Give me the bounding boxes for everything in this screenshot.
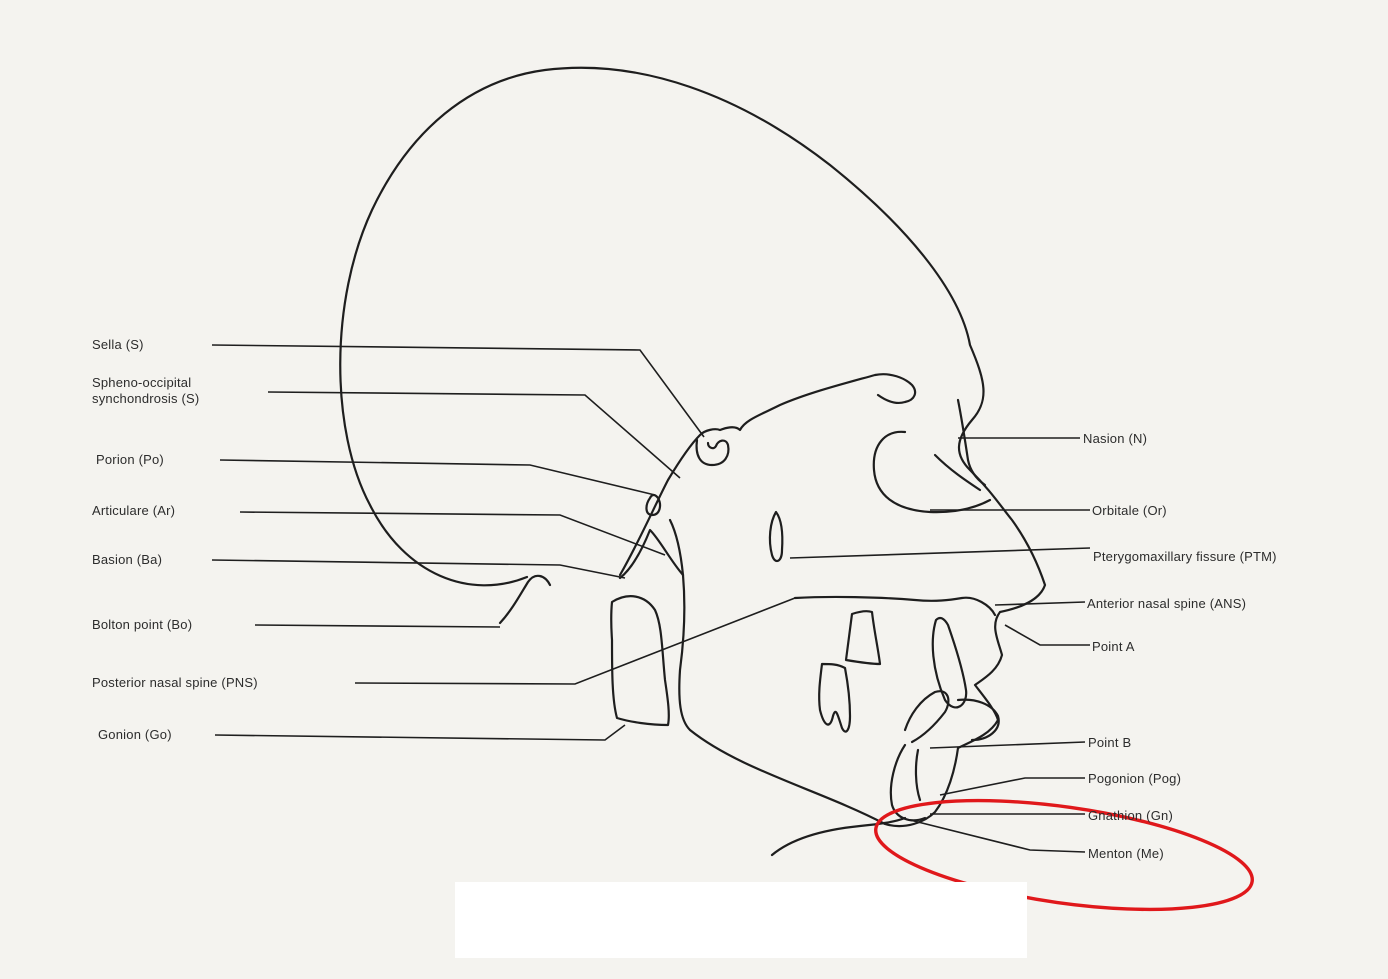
leader-articulare xyxy=(240,512,665,555)
label-basion: Basion (Ba) xyxy=(92,552,162,567)
label-nasion: Nasion (N) xyxy=(1083,431,1147,446)
mandible-ramus xyxy=(620,530,683,578)
leader-ans xyxy=(995,602,1085,605)
blank-caption-box xyxy=(455,882,1027,958)
leader-spheno xyxy=(268,392,680,478)
upper-incisor xyxy=(933,618,966,707)
label-pogonion: Pogonion (Pog) xyxy=(1088,771,1181,786)
leader-gonion xyxy=(215,725,625,740)
lower-molar xyxy=(819,664,850,732)
label-ans: Anterior nasal spine (ANS) xyxy=(1087,596,1246,611)
label-sella: Sella (S) xyxy=(92,337,144,352)
label-point-b: Point B xyxy=(1088,735,1131,750)
cranial-base xyxy=(620,374,915,575)
nasal-bone xyxy=(958,400,985,485)
leader-ptm xyxy=(790,548,1090,558)
label-porion: Porion (Po) xyxy=(96,452,164,467)
leader-porion xyxy=(220,460,655,495)
leader-menton xyxy=(910,820,1085,852)
leader-pogonion xyxy=(940,778,1085,795)
label-gnathion: Gnathion (Gn) xyxy=(1088,808,1173,823)
ramus-plate xyxy=(611,596,669,725)
label-spheno-occipital-line1: Spheno-occipital xyxy=(92,375,191,390)
lower-incisor xyxy=(905,691,948,742)
palatal-plane xyxy=(795,597,995,615)
cranium-outline xyxy=(340,68,1045,826)
leader-pns xyxy=(355,598,795,684)
leader-bolton xyxy=(255,625,500,627)
label-point-a: Point A xyxy=(1092,639,1135,654)
label-pns: Posterior nasal spine (PNS) xyxy=(92,675,258,690)
label-menton: Menton (Me) xyxy=(1088,846,1164,861)
upper-molar xyxy=(846,611,880,664)
label-bolton: Bolton point (Bo) xyxy=(92,617,192,632)
leader-point-b xyxy=(930,742,1085,748)
neck-line xyxy=(772,818,905,855)
leader-basion xyxy=(212,560,625,578)
label-gonion: Gonion (Go) xyxy=(98,727,172,742)
label-orbitale: Orbitale (Or) xyxy=(1092,503,1167,518)
ptm-fissure xyxy=(770,512,782,561)
label-articulare: Articulare (Ar) xyxy=(92,503,175,518)
leader-point-a xyxy=(1005,625,1090,645)
lower-lip xyxy=(958,700,999,740)
sella-turcica xyxy=(697,440,729,465)
leader-sella xyxy=(212,345,704,437)
chin-inner xyxy=(916,750,920,800)
label-spheno-occipital-line2: synchondrosis (S) xyxy=(92,391,199,406)
label-ptm: Pterygomaxillary fissure (PTM) xyxy=(1093,549,1277,564)
